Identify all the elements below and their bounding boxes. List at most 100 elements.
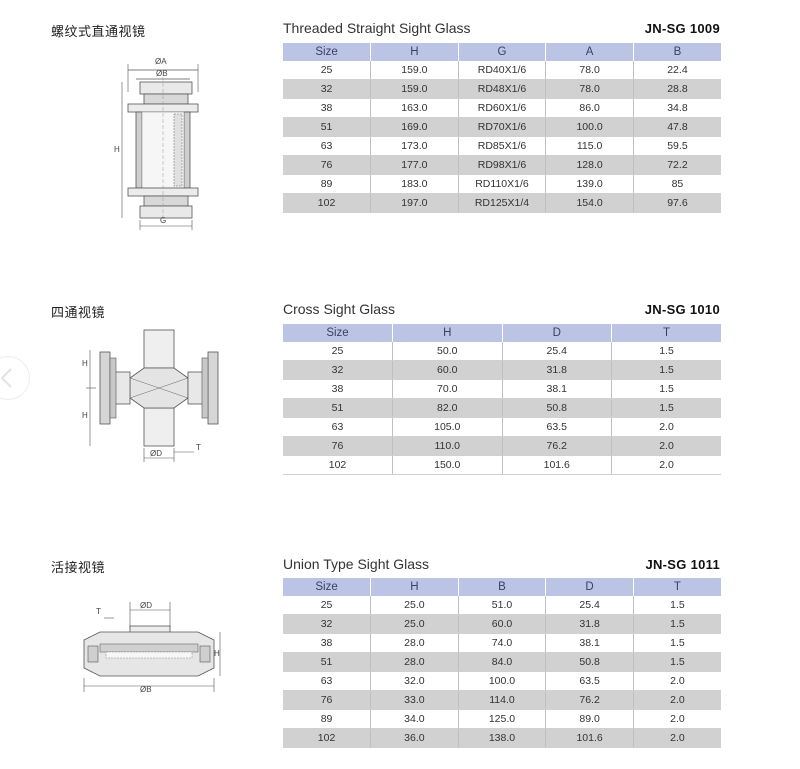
table-cell: 102 [283,455,393,475]
table-header-row: Size H D T [283,324,721,342]
table-cell: 177.0 [370,155,459,175]
table-cell: 76.2 [502,436,612,456]
product-code: JN-SG 1011 [645,557,720,572]
table-cell: 102 [283,728,372,748]
table-cell: 173.0 [370,136,459,156]
table-cell: 169.0 [370,117,459,137]
table-cell: 2.0 [633,728,721,748]
column-header: H [370,578,459,596]
column-header: G [458,43,547,61]
column-header: H [370,43,459,61]
cross-sight-glass-drawing: H H ØD T [82,329,219,462]
table-cell: 72.2 [633,155,721,175]
section-cn-title: 螺纹式直通视镜 [51,25,146,40]
table-cell: 38.1 [502,379,612,399]
table-cell: 63.5 [502,417,612,437]
table-cell: 2.0 [611,417,721,437]
section-threaded-straight-sight-glass: 螺纹式直通视镜 Threaded Straight Sight Glass JN… [0,0,800,240]
table-cell: 38 [283,98,372,118]
table-cell: 47.8 [633,117,721,137]
table-cell: 74.0 [458,633,547,653]
table-cell: 28.0 [370,652,459,672]
table-cell: 51 [283,398,393,418]
table-cell: 1.5 [611,379,721,399]
table-cell: 101.6 [545,728,634,748]
table-cell: 197.0 [370,193,459,213]
table-cell: 78.0 [545,61,634,80]
dim-label-b: ØB [140,685,152,694]
product-code: JN-SG 1010 [644,302,720,317]
table-cell: 105.0 [392,417,503,437]
table-cell: 89 [283,174,372,194]
table-cell: 82.0 [392,398,503,418]
dim-label-t: T [196,443,201,452]
table-cell: 89.0 [545,709,634,729]
table-cell: RD98X1/6 [458,155,547,175]
table-header-row: Size H G A B [283,43,721,61]
dim-label-a: ØA [155,57,167,66]
table-cell: 38 [283,379,393,399]
column-header: H [392,324,503,342]
table-cell: 32 [283,614,372,634]
column-header: Size [283,578,372,596]
table-cell: 31.8 [502,360,612,380]
table-cell: 33.0 [370,690,459,710]
table-cell: 63 [283,136,372,156]
threaded-sight-glass-drawing: ØA ØB H G [114,57,199,230]
table-cell: 2.0 [611,436,721,456]
table-cell: 25.0 [370,614,459,634]
table-cell: 28.0 [370,633,459,653]
dim-label-d: ØD [150,449,162,458]
table-cell: 1.5 [633,596,721,615]
table-cell: 150.0 [392,455,503,475]
table-cell: 25.0 [370,596,459,615]
table-cell: 63 [283,671,372,691]
table-cell: 102 [283,193,372,213]
table-cell: 115.0 [545,136,634,156]
dim-label-h: H [114,145,120,154]
dim-label-g: G [160,216,166,225]
dim-label-h2: H [82,411,88,420]
dim-label-d: ØD [140,601,152,610]
section-en-title: Threaded Straight Sight Glass [283,20,471,36]
table-cell: 2.0 [633,671,721,691]
table-cell: RD48X1/6 [458,79,547,99]
table-cell: 2.0 [633,709,721,729]
table-cell: 128.0 [545,155,634,175]
table-cell: 31.8 [545,614,634,634]
section-cn-title: 活接视镜 [51,561,106,576]
table-cell: RD70X1/6 [458,117,547,137]
table-cell: 101.6 [502,455,612,475]
table-cell: 50.0 [392,342,503,361]
table-cell: 34.8 [633,98,721,118]
column-header: D [502,324,612,342]
previous-arrow-button[interactable] [0,356,30,400]
table-cell: 89 [283,709,372,729]
table-cell: 60.0 [392,360,503,380]
table-cell: 163.0 [370,98,459,118]
section-en-title: Cross Sight Glass [283,301,396,317]
table-cell: 159.0 [370,79,459,99]
table-cell: 38 [283,633,372,653]
table-cell: 139.0 [545,174,634,194]
table-cell: 50.8 [545,652,634,672]
table-cell: 2.0 [633,690,721,710]
table-cell: 32 [283,360,393,380]
table-cell: 110.0 [392,436,503,456]
table-cell: 183.0 [370,174,459,194]
